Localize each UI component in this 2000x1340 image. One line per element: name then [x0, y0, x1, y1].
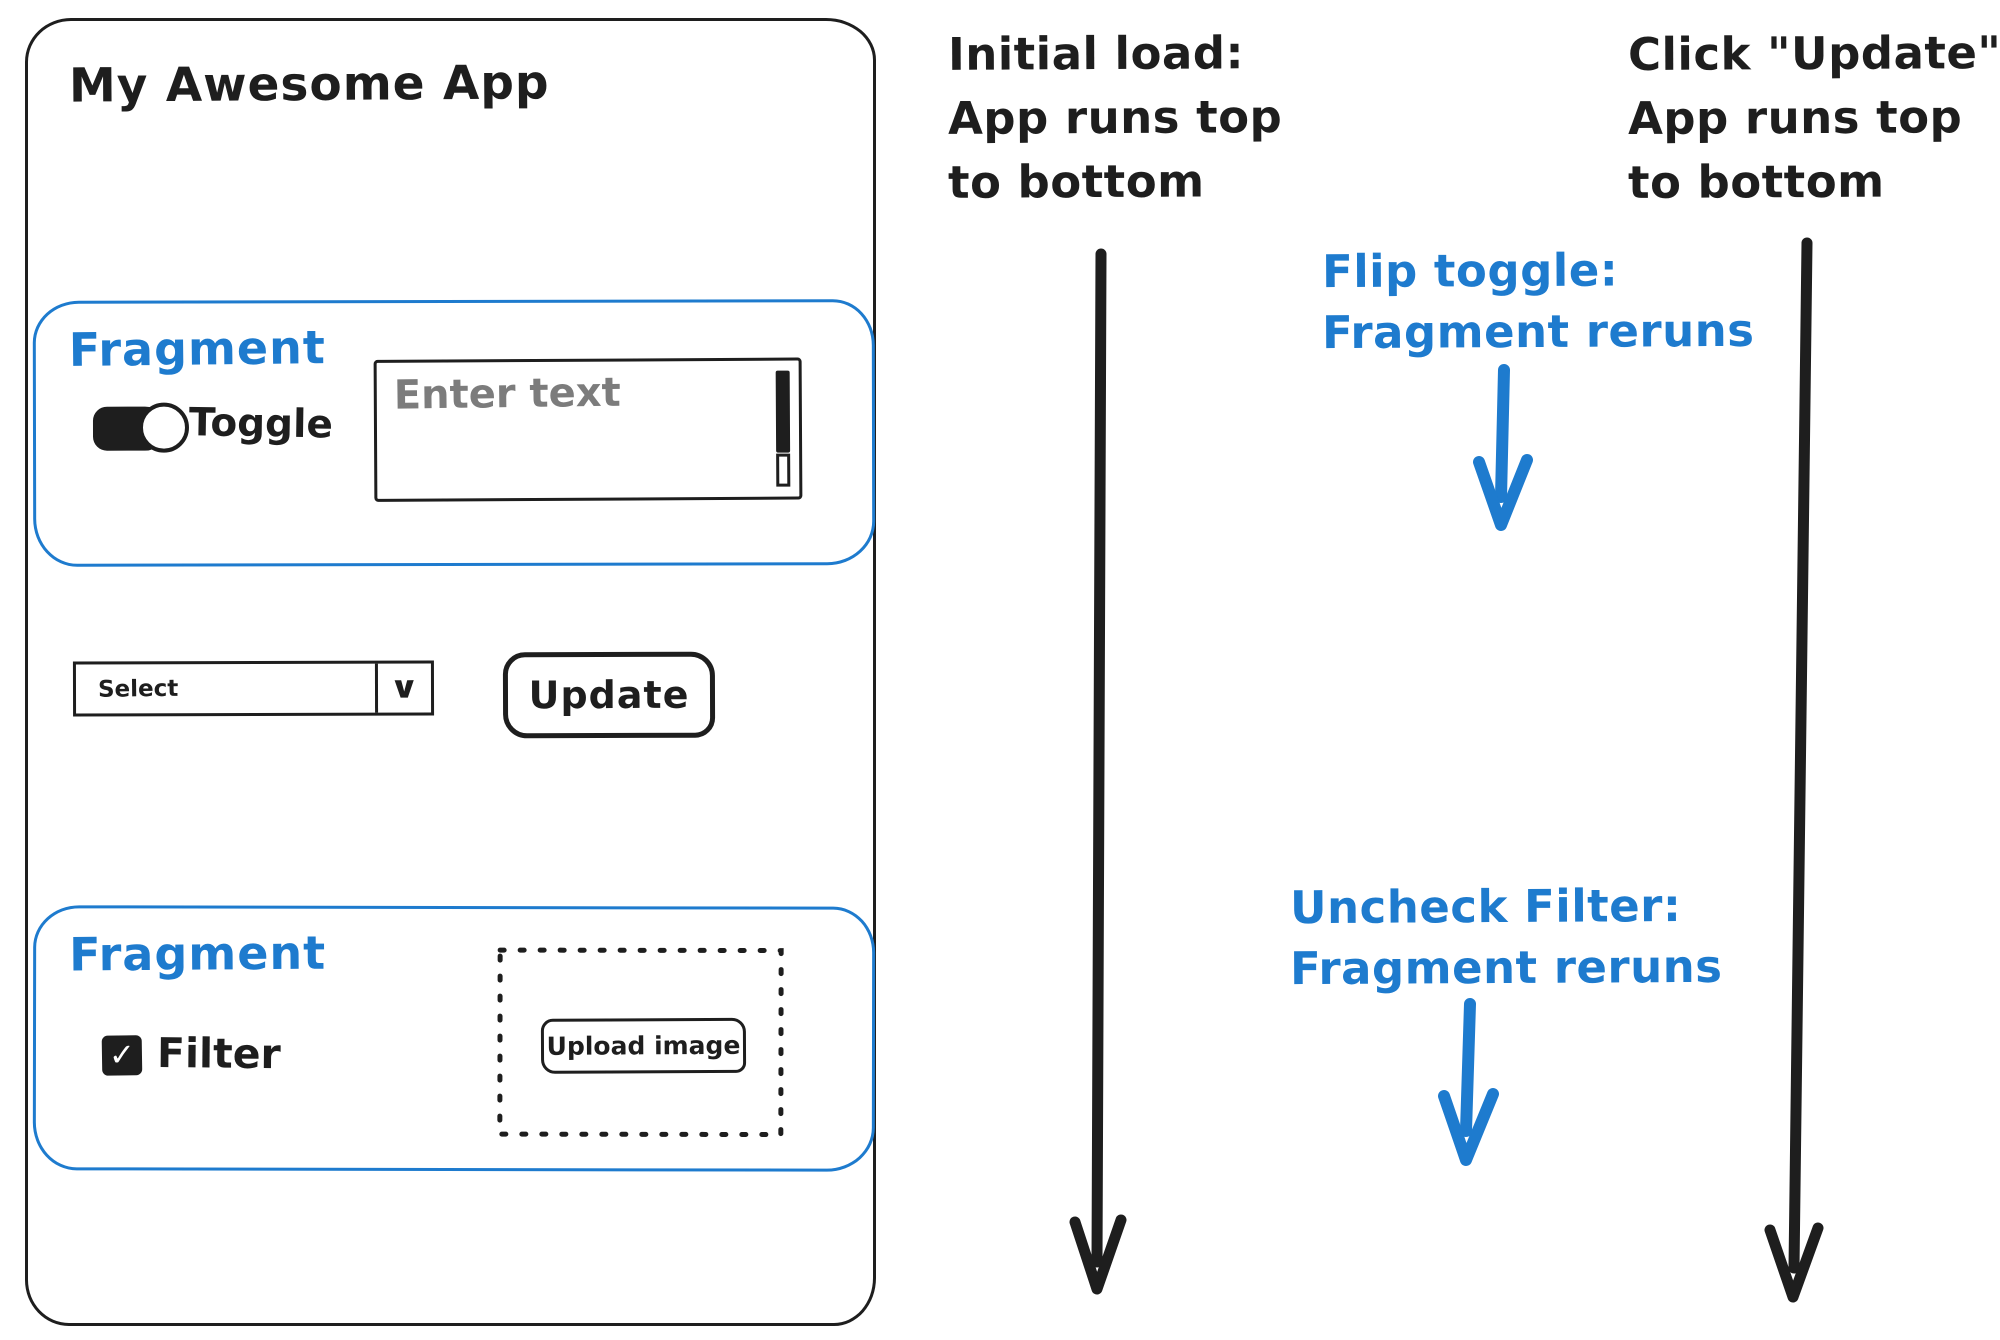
- scrollbar-thumb[interactable]: [775, 370, 791, 453]
- filter-checkbox-label: Filter: [156, 1029, 281, 1079]
- fragment-2-label: Fragment: [68, 925, 327, 982]
- note-line: Fragment reruns: [1321, 303, 1755, 360]
- initial-load-arrow: [1069, 248, 1127, 1295]
- flip-toggle-arrow: [1473, 364, 1533, 531]
- app-title: My Awesome App: [68, 55, 550, 114]
- note-line: App runs top: [1627, 90, 1963, 146]
- note-line: to bottom: [947, 154, 1205, 209]
- text-input-placeholder: Enter text: [393, 369, 621, 419]
- fragment-1-container: Fragment Toggle Enter text: [32, 299, 876, 567]
- update-button[interactable]: Update: [502, 651, 716, 739]
- uncheck-filter-arrow: [1438, 998, 1499, 1166]
- toggle-switch[interactable]: [92, 402, 190, 453]
- toggle-label: Toggle: [188, 400, 334, 448]
- scrollbar-track-end: [776, 453, 791, 487]
- note-line: Flip toggle:: [1321, 243, 1619, 299]
- note-line: Initial load:: [947, 26, 1245, 81]
- click-update-arrow: [1764, 237, 1824, 1303]
- note-initial-load: Initial load: App runs top to bottom: [947, 22, 1283, 214]
- filter-checkbox[interactable]: ✓: [101, 1035, 143, 1076]
- select-dropdown[interactable]: Select ∨: [72, 660, 435, 717]
- select-chevron-cell[interactable]: ∨: [374, 663, 432, 713]
- note-flip-toggle: Flip toggle: Fragment reruns: [1322, 240, 1755, 362]
- upload-image-button[interactable]: Upload image: [540, 1017, 747, 1074]
- text-input-area[interactable]: Enter text: [373, 357, 803, 502]
- toggle-knob[interactable]: [138, 402, 190, 453]
- note-uncheck-filter: Uncheck Filter: Fragment reruns: [1290, 876, 1723, 998]
- select-value: Select: [97, 675, 179, 703]
- chevron-down-icon: ∨: [389, 670, 420, 706]
- upload-dropzone[interactable]: Upload image: [497, 947, 784, 1138]
- note-click-update: Click "Update": App runs top to bottom: [1628, 22, 2000, 214]
- note-line: Click "Update":: [1627, 25, 2000, 82]
- fragment-1-label: Fragment: [68, 320, 327, 377]
- app-window: My Awesome App Fragment Toggle Enter tex…: [25, 18, 876, 1326]
- checkmark-icon: ✓: [108, 1036, 136, 1074]
- dropzone-dashed-border: [497, 947, 784, 1138]
- note-line: Fragment reruns: [1289, 939, 1723, 996]
- fragment-2-container: Fragment ✓ Filter Upload image: [32, 905, 876, 1172]
- note-line: Uncheck Filter:: [1289, 879, 1682, 935]
- scrollbar[interactable]: [775, 370, 791, 487]
- note-line: App runs top: [947, 90, 1283, 145]
- note-line: to bottom: [1627, 154, 1885, 210]
